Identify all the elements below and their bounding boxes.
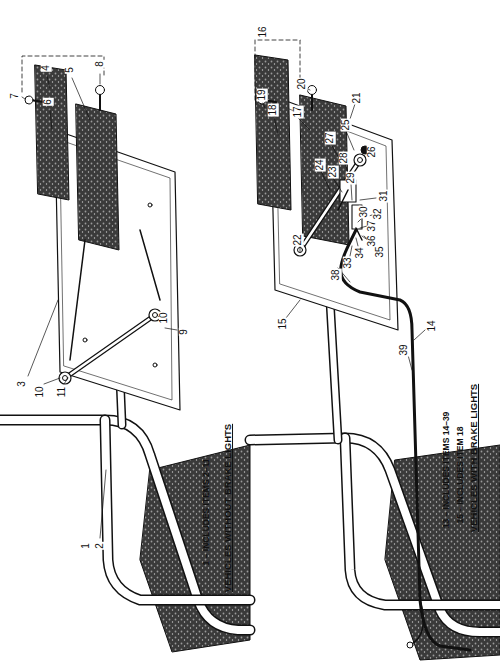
callout-number: 2 — [95, 542, 106, 550]
callout-number: 15 — [278, 317, 289, 330]
callout-number: 23 — [328, 165, 339, 178]
callout-number: 35 — [375, 245, 386, 258]
note: 13 – INCLUDES ITEMS 14–39 — [442, 411, 451, 530]
callout-number: 9 — [179, 328, 190, 336]
callout-number: 39 — [399, 343, 410, 356]
callout-number: 10 — [159, 311, 170, 324]
callout-number: 31 — [379, 189, 390, 202]
callout-number: 3 — [17, 380, 28, 388]
callout-number: 8 — [95, 60, 106, 68]
callout-number: 30 — [359, 205, 370, 218]
callout-number: 19 — [257, 88, 268, 101]
caption: VEHICLES WITH BRAKE LIGHTS — [469, 383, 479, 533]
note: 1 – INCLUDES ITEMS 2–11 — [202, 458, 211, 567]
callout-number: 11 — [57, 386, 68, 398]
callout-number: 4 — [41, 64, 52, 72]
callout-number: 18 — [268, 103, 279, 116]
note: 15 – INCLUDES ITEM 18 — [456, 426, 465, 525]
callout-number: 34 — [355, 246, 366, 259]
callout-number: 25 — [341, 118, 352, 131]
callout-number: 27 — [325, 131, 336, 144]
callout-number: 28 — [339, 151, 350, 164]
callout-number: 29 — [346, 171, 357, 184]
callout-number: 6 — [43, 98, 54, 106]
callout-number: 38 — [331, 268, 342, 281]
callout-number: 33 — [343, 256, 354, 269]
callout-number: 24 — [315, 158, 326, 171]
callout-number: 37 — [367, 219, 378, 232]
callout-number: 26 — [367, 145, 378, 158]
callout-number: 10 — [35, 385, 46, 398]
callout-number: 7 — [10, 92, 21, 100]
frame-tube — [250, 300, 500, 632]
callout-number: 22 — [293, 233, 304, 246]
callout-number: 17 — [293, 105, 304, 118]
caption: VEHICLES WITHOUT BRAKE LIGHTS — [223, 423, 233, 593]
callout-number: 1 — [81, 542, 92, 550]
callout-number: 21 — [352, 91, 363, 104]
callout-number: 20 — [297, 77, 308, 90]
callout-number: 16 — [258, 25, 269, 38]
callout-number: 14 — [427, 319, 438, 332]
callout-number: 5 — [65, 66, 76, 74]
